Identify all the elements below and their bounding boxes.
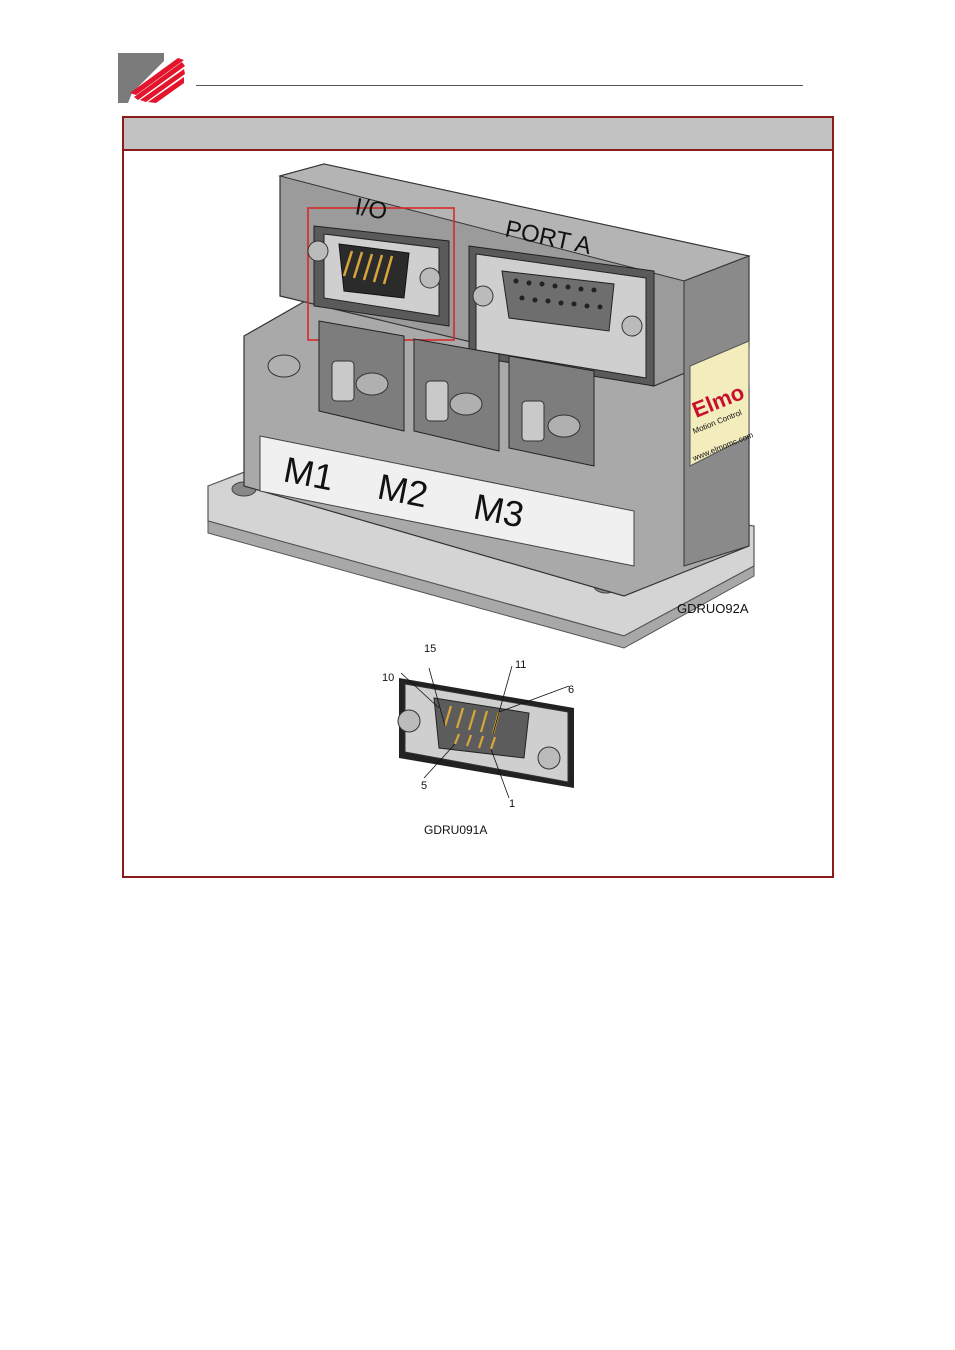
figure-bottom-caption: GDRU091A bbox=[424, 823, 487, 837]
frame-header-bar bbox=[124, 118, 832, 151]
io-label: I/O bbox=[353, 193, 389, 225]
connector-pinout bbox=[379, 638, 579, 808]
pin-label-15: 15 bbox=[424, 643, 436, 655]
pin-label-6: 6 bbox=[568, 684, 574, 696]
header-rule bbox=[196, 85, 803, 86]
drive-illustration: I/O PORT A bbox=[204, 156, 804, 656]
pin-label-1: 1 bbox=[509, 798, 515, 810]
figure-top-caption: GDRUO92A bbox=[677, 601, 749, 616]
pin-label-10: 10 bbox=[382, 672, 394, 684]
elmo-logo bbox=[118, 53, 188, 103]
figure-frame: I/O PORT A bbox=[122, 116, 834, 878]
pin-label-5: 5 bbox=[421, 780, 427, 792]
pin-label-11: 11 bbox=[515, 659, 526, 671]
